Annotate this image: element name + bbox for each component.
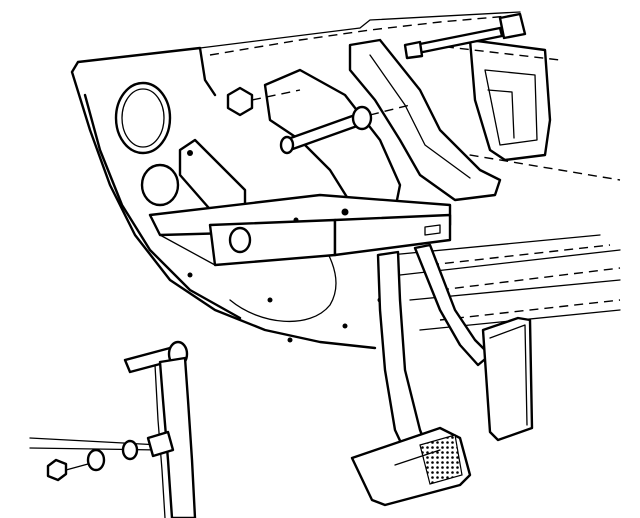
rivet bbox=[187, 272, 193, 278]
clutch-pad-edge bbox=[489, 324, 528, 426]
right-panel-shadow bbox=[487, 89, 515, 139]
long-bolt bbox=[413, 26, 504, 55]
pivot-arm bbox=[158, 356, 197, 518]
clutch-pedal-pad bbox=[481, 316, 534, 442]
bracket-slot bbox=[424, 224, 441, 236]
large-hole-upper-inner bbox=[121, 88, 165, 148]
brake-pedal-arm bbox=[376, 250, 432, 464]
bracket-bolt-hole bbox=[187, 150, 193, 156]
washer bbox=[86, 448, 106, 472]
brake-pad-edge bbox=[394, 449, 441, 466]
rivet bbox=[287, 337, 293, 343]
upper-panel-line bbox=[199, 11, 521, 49]
nut-leader bbox=[65, 463, 89, 471]
dash-panel-lower-edge bbox=[83, 93, 242, 320]
bushing bbox=[146, 430, 175, 458]
rivet bbox=[267, 297, 273, 303]
dash-panel-holes bbox=[114, 81, 383, 343]
bracket-box-beam-right bbox=[333, 213, 452, 257]
brake-pedal bbox=[350, 250, 472, 507]
bracket-edge bbox=[159, 234, 216, 266]
upper-panel-dashed-line bbox=[209, 14, 521, 56]
brake-pedal-grip bbox=[419, 434, 463, 485]
bracket-box-beam-front bbox=[208, 218, 337, 267]
pivot-hardware bbox=[29, 340, 197, 518]
nut bbox=[226, 86, 254, 117]
right-panel-dashed bbox=[429, 44, 621, 181]
nut-small bbox=[46, 458, 68, 482]
stud-end bbox=[279, 135, 295, 155]
right-floor-lines bbox=[389, 234, 621, 331]
leader-lines bbox=[29, 437, 161, 451]
right-panel-window bbox=[484, 69, 538, 146]
bracket-rear-plate-detail bbox=[369, 54, 471, 179]
right-panel-frame bbox=[468, 38, 552, 162]
hole-lower bbox=[140, 163, 180, 207]
dash-panel bbox=[70, 11, 621, 350]
upper-fasteners bbox=[226, 12, 527, 155]
long-bolt-head bbox=[498, 12, 527, 40]
nut-alignment-line bbox=[251, 89, 301, 101]
clutch-pedal bbox=[413, 243, 534, 442]
spacer bbox=[121, 439, 139, 461]
bracket-bolt-hole bbox=[341, 208, 349, 216]
stud-alignment-line bbox=[369, 104, 411, 116]
bolt-head-small bbox=[403, 40, 424, 60]
bracket-bolt-hole bbox=[293, 217, 299, 223]
bracket-pivot-hole bbox=[228, 226, 252, 254]
floor-dashed-lines bbox=[429, 244, 621, 321]
rivet bbox=[342, 323, 348, 329]
large-hole-upper bbox=[114, 81, 172, 155]
pedal-bracket bbox=[148, 38, 502, 267]
stud-nut bbox=[351, 105, 373, 131]
